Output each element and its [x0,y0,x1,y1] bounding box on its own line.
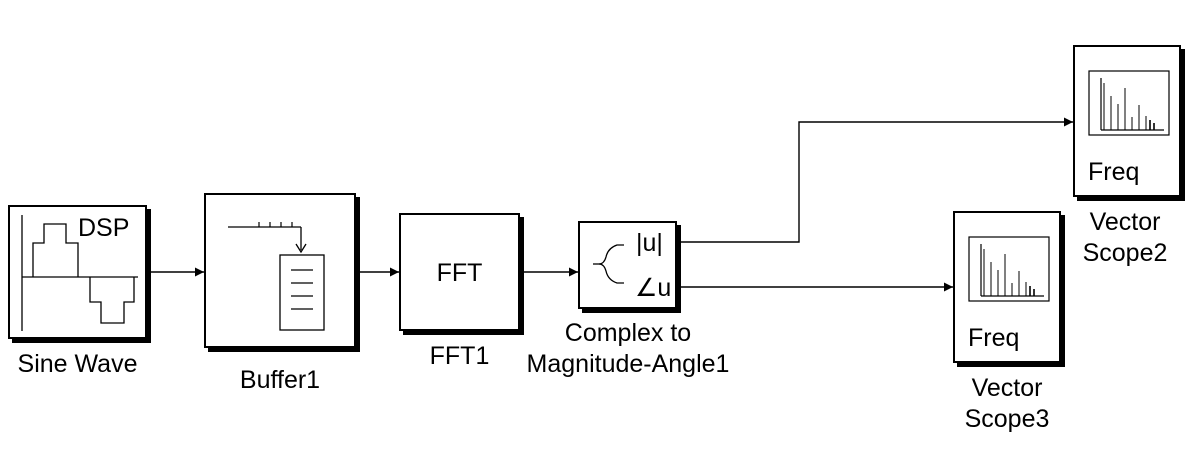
vector-scope3-label: Vector Scope3 [934,373,1080,435]
dsp-text: DSP [78,214,130,242]
vector-scope2-block[interactable]: Freq [1073,45,1181,197]
buffer-stack-icon [228,222,325,331]
scope3-freq-text: Freq [968,324,1020,352]
spectrum-plot-icon [968,236,1050,302]
buffer-block[interactable] [204,193,356,348]
scope2-label-line2: Scope2 [1082,239,1168,267]
signal-line-magnitude-to-scope2[interactable] [677,117,1073,243]
angle-port-label: ∠u [635,274,672,302]
complex-label-line2: Magnitude-Angle1 [526,350,730,378]
scope3-label-line2: Scope3 [964,405,1050,433]
sine-wave-label: Sine Wave [17,350,138,378]
fft-label: FFT1 [429,342,490,370]
split-icon [593,244,624,284]
vector-scope2-label: Vector Scope2 [1052,207,1198,269]
complex-label-line1: Complex to [564,319,692,347]
magnitude-port-label: |u| [636,229,663,257]
sine-wave-block[interactable]: DSP [8,205,147,339]
sine-wave-pulse-icon [21,215,138,331]
spectrum-plot-icon [1088,70,1170,136]
fft-block[interactable]: FFT [399,213,520,331]
buffer-label: Buffer1 [239,366,321,394]
scope3-label-line1: Vector [971,374,1043,402]
complex-to-magnitude-angle-label: Complex to Magnitude-Angle1 [487,318,769,380]
vector-scope3-block[interactable]: Freq [953,211,1061,363]
scope2-freq-text: Freq [1088,158,1140,186]
complex-to-magnitude-angle-block[interactable]: |u| ∠u [578,221,677,309]
fft-text: FFT [436,259,483,287]
scope2-label-line1: Vector [1089,208,1161,236]
